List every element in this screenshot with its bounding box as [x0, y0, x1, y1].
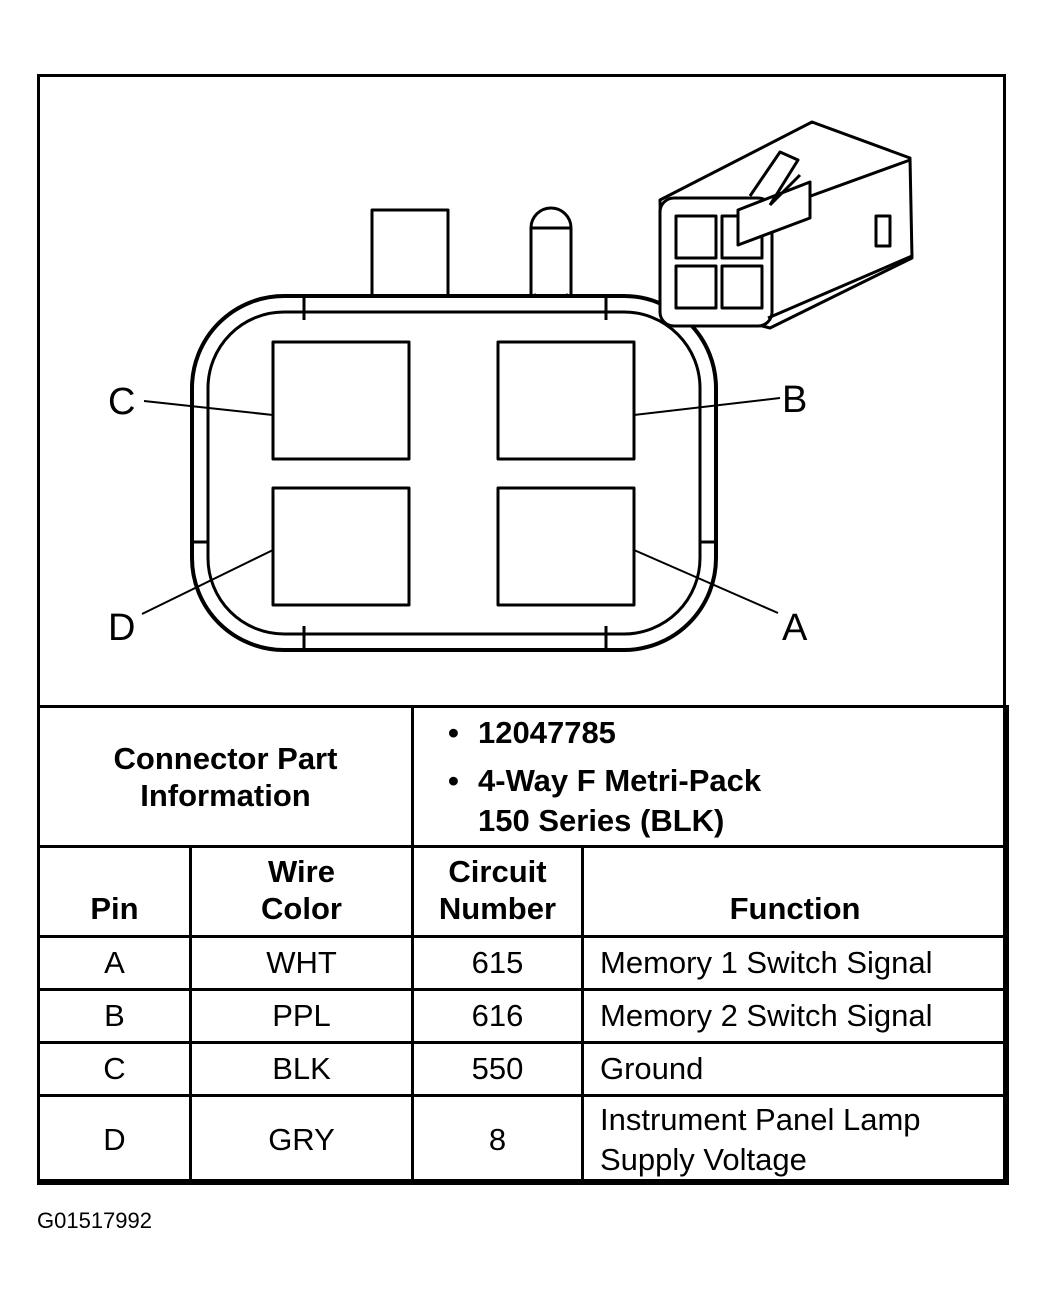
function-cell: Ground — [580, 1041, 1010, 1097]
function-cell: Memory 1 Switch Signal — [580, 935, 1010, 991]
circuit-cell: 550 — [411, 1041, 584, 1097]
header-circuit-number: Circuit Number — [411, 845, 584, 938]
table-row: B PPL 616 Memory 2 Switch Signal — [37, 988, 1010, 1044]
connector-part-label: Connector Part Information — [37, 705, 414, 848]
part-description: 4-Way F Metri-Pack 150 Series (BLK) — [448, 761, 1006, 841]
figure-id: G01517992 — [37, 1208, 152, 1233]
circuit-cell: 8 — [411, 1094, 584, 1185]
connector-isometric-view — [658, 120, 914, 330]
connector-diagram: C B D A — [108, 120, 914, 652]
pin-cell: A — [37, 935, 192, 991]
table-header-row: Pin Wire Color Circuit Number Function — [37, 845, 1010, 938]
pin-cell: C — [37, 1041, 192, 1097]
table-row: D GRY 8 Instrument Panel Lamp Supply Vol… — [37, 1094, 1010, 1185]
function-cell: Instrument Panel Lamp Supply Voltage — [580, 1094, 1010, 1185]
pin-label-a: A — [782, 607, 808, 649]
pin-cell: B — [37, 988, 192, 1044]
header-function: Function — [580, 845, 1010, 938]
leader-line-c — [143, 400, 274, 416]
pin-label-b: B — [782, 379, 807, 421]
cavity-c — [271, 340, 411, 461]
cavity-b — [496, 340, 636, 461]
cavity-a — [496, 486, 636, 607]
table-row: C BLK 550 Ground — [37, 1041, 1010, 1097]
header-pin: Pin — [37, 845, 192, 938]
leader-line-b — [633, 397, 781, 416]
part-number: 12047785 — [448, 713, 1006, 753]
pin-label-c: C — [108, 381, 135, 423]
wire-color-cell: PPL — [189, 988, 414, 1044]
cavity-d — [271, 486, 411, 607]
connector-lock-tab — [370, 208, 450, 300]
header-wire-color: Wire Color — [189, 845, 414, 938]
wire-color-cell: BLK — [189, 1041, 414, 1097]
function-cell: Memory 2 Switch Signal — [580, 988, 1010, 1044]
circuit-cell: 615 — [411, 935, 584, 991]
connector-part-details: 12047785 4-Way F Metri-Pack 150 Series (… — [410, 705, 1010, 848]
table-row: A WHT 615 Memory 1 Switch Signal — [37, 935, 1010, 991]
wire-color-cell: WHT — [189, 935, 414, 991]
connector-face — [190, 294, 718, 652]
leader-line-a — [633, 549, 779, 614]
connector-info-table: Connector Part Information 12047785 4-Wa… — [37, 705, 1010, 1185]
circuit-cell: 616 — [411, 988, 584, 1044]
pin-label-d: D — [108, 607, 135, 649]
pin-cell: D — [37, 1094, 192, 1185]
leader-line-d — [141, 549, 274, 615]
wire-color-cell: GRY — [189, 1094, 414, 1185]
connector-part-row: Connector Part Information 12047785 4-Wa… — [37, 705, 1010, 848]
